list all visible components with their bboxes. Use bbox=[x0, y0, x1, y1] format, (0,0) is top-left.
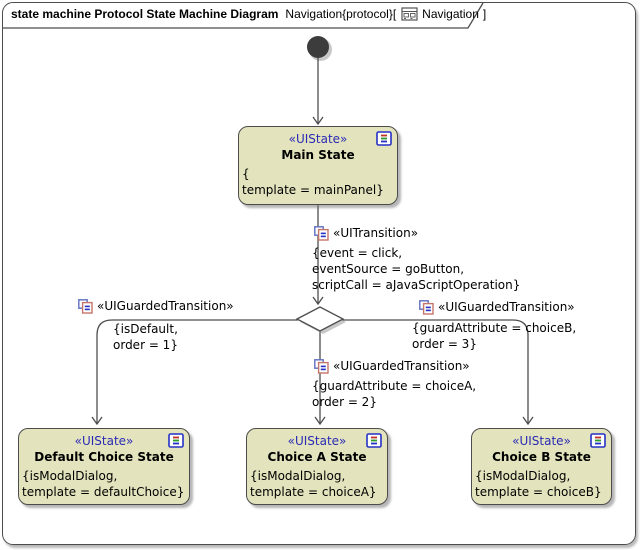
transition-stereotype-icon bbox=[419, 299, 434, 315]
state-property-line: {isModalDialog, bbox=[250, 469, 346, 483]
guard-line: {event = click, bbox=[312, 246, 403, 260]
element-properties-icon bbox=[376, 131, 392, 146]
transition-guard-text: {isDefault, order = 1} bbox=[113, 321, 234, 353]
state-stereotype: «UIState» bbox=[74, 434, 134, 448]
state-property-line: { bbox=[242, 167, 250, 181]
arrowhead-into-choice-b bbox=[522, 416, 534, 426]
arrowhead-into-choice-a bbox=[314, 416, 326, 426]
state-name: Default Choice State bbox=[34, 450, 174, 464]
state-property-line: {isModalDialog, bbox=[22, 469, 118, 483]
guard-line: order = 2} bbox=[312, 395, 377, 409]
state-property-line: {isModalDialog, bbox=[475, 469, 571, 483]
diagram-context: Navigation{protocol}[ bbox=[285, 7, 397, 21]
state-stereotype: «UIState» bbox=[287, 434, 347, 448]
arrowhead-into-choice bbox=[312, 296, 324, 306]
transition-guard-text: {guardAttribute = choiceA, order = 2} bbox=[312, 378, 476, 410]
state-property-line: template = defaultChoice} bbox=[22, 485, 185, 499]
element-properties-icon bbox=[366, 433, 382, 448]
guard-line: eventSource = goButton, bbox=[312, 262, 465, 276]
closing-bracket: ] bbox=[482, 7, 487, 21]
guard-line: scriptCall = aJavaScriptOperation} bbox=[312, 278, 521, 292]
transition-stereotype-icon bbox=[314, 358, 329, 374]
edge-choice-to-default[interactable] bbox=[96, 319, 298, 424]
arrowhead-into-main bbox=[312, 116, 324, 126]
diagram-ref-name: Navigation bbox=[422, 7, 479, 21]
state-property-line: template = choiceA} bbox=[250, 485, 377, 499]
element-properties-icon bbox=[168, 433, 184, 448]
diagram-frame bbox=[2, 2, 636, 545]
label-guarded-transition-default[interactable]: «UIGuardedTransition» {isDefault, order … bbox=[78, 298, 234, 353]
state-default-choice[interactable]: «UIState» Default Choice State {isModalD… bbox=[18, 428, 190, 505]
diagram-title: state machine Protocol State Machine Dia… bbox=[11, 7, 279, 21]
transition-stereotype: «UIGuardedTransition» bbox=[438, 300, 575, 314]
state-main[interactable]: «UIState» Main State { template = mainPa… bbox=[238, 126, 398, 205]
state-name: Main State bbox=[281, 148, 355, 162]
state-property-line: template = choiceB} bbox=[475, 485, 602, 499]
state-name: Choice B State bbox=[492, 450, 591, 464]
label-guarded-transition-choice-a[interactable]: «UIGuardedTransition» {guardAttribute = … bbox=[312, 358, 476, 410]
initial-state-node[interactable] bbox=[307, 36, 329, 58]
transition-stereotype-icon bbox=[314, 225, 329, 241]
arrowhead-into-default bbox=[91, 416, 103, 426]
guard-line: {isDefault, bbox=[113, 322, 178, 336]
frame-tab-outline bbox=[3, 2, 484, 29]
guard-line: {guardAttribute = choiceB, bbox=[412, 321, 577, 335]
transition-guard-text: {event = click, eventSource = goButton, … bbox=[312, 245, 520, 293]
guard-line: order = 1} bbox=[113, 338, 178, 352]
diagram-icon bbox=[401, 7, 418, 21]
diagram-title-tab: state machine Protocol State Machine Dia… bbox=[11, 7, 486, 21]
transition-stereotype: «UITransition» bbox=[333, 226, 419, 240]
choice-diamond[interactable] bbox=[295, 306, 345, 332]
guard-line: order = 3} bbox=[412, 337, 477, 351]
label-ui-transition[interactable]: «UITransition» {event = click, eventSour… bbox=[312, 225, 520, 293]
state-stereotype: «UIState» bbox=[288, 132, 348, 146]
state-choice-b[interactable]: «UIState» Choice B State {isModalDialog,… bbox=[471, 428, 612, 505]
transition-stereotype: «UIGuardedTransition» bbox=[333, 359, 470, 373]
transition-stereotype-icon bbox=[78, 298, 93, 314]
state-stereotype: «UIState» bbox=[512, 434, 571, 448]
label-guarded-transition-choice-b[interactable]: «UIGuardedTransition» {guardAttribute = … bbox=[412, 299, 576, 352]
state-choice-a[interactable]: «UIState» Choice A State {isModalDialog,… bbox=[246, 428, 388, 505]
transition-stereotype: «UIGuardedTransition» bbox=[97, 299, 234, 313]
state-name: Choice A State bbox=[267, 450, 367, 464]
element-properties-icon bbox=[590, 433, 606, 448]
transition-guard-text: {guardAttribute = choiceB, order = 3} bbox=[412, 320, 576, 352]
edge-choice-to-choice-b[interactable] bbox=[342, 319, 529, 424]
state-property-line: template = mainPanel} bbox=[242, 183, 384, 197]
guard-line: {guardAttribute = choiceA, bbox=[312, 379, 477, 393]
